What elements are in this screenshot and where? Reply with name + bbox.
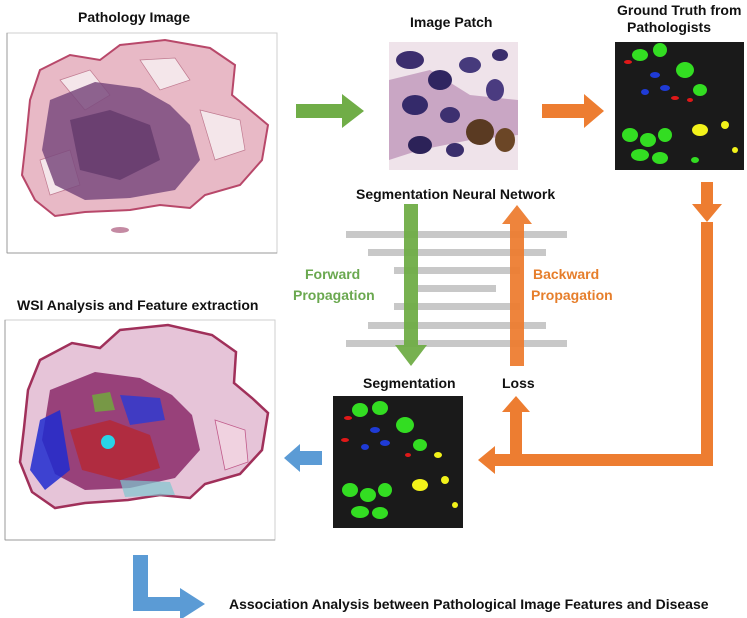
forward-propagation-arrow [395,204,427,366]
wsi-analysis-image [4,319,276,541]
arrow-to-ground-truth [542,94,604,128]
pathology-image [6,32,278,254]
ground-truth-title-line1: Ground Truth from [617,2,742,18]
ground-truth-feedback-arrow [692,182,722,222]
ground-truth-mask [615,42,744,170]
image-patch-title: Image Patch [410,14,493,30]
nn-layer-bar [394,303,520,310]
backward-label-line2: Propagation [531,287,613,303]
nn-layer-bar [394,267,520,274]
loss-title: Loss [502,375,535,391]
arrow-to-wsi [284,444,322,472]
segmentation-title: Segmentation [363,375,456,391]
wsi-analysis-title: WSI Analysis and Feature extraction [17,297,259,313]
feedback-horizontal-line [516,454,713,466]
arrow-to-patch [296,94,364,128]
nn-layer-bar [418,285,496,292]
ground-truth-feedback-line [701,222,713,466]
nn-layer-bar [346,231,567,238]
arrow-to-association [133,555,205,618]
arrow-into-segmentation [478,446,516,474]
backward-propagation-arrow [502,205,532,366]
nn-layer-bar [368,249,546,256]
nn-layer-bar [346,340,567,347]
association-analysis-text: Association Analysis between Pathologica… [229,596,709,612]
nn-layer-bar [368,322,546,329]
ground-truth-title-line2: Pathologists [627,19,712,35]
pathology-image-title: Pathology Image [78,9,191,25]
segmentation-nn-title: Segmentation Neural Network [356,186,556,202]
segmentation-mask [333,396,463,528]
image-patch [389,42,518,170]
nn-layers [346,231,567,347]
backward-label-line1: Backward [533,266,600,282]
loss-arrow [502,396,530,460]
forward-label-line2: Propagation [293,287,375,303]
forward-label-line1: Forward [305,266,361,282]
